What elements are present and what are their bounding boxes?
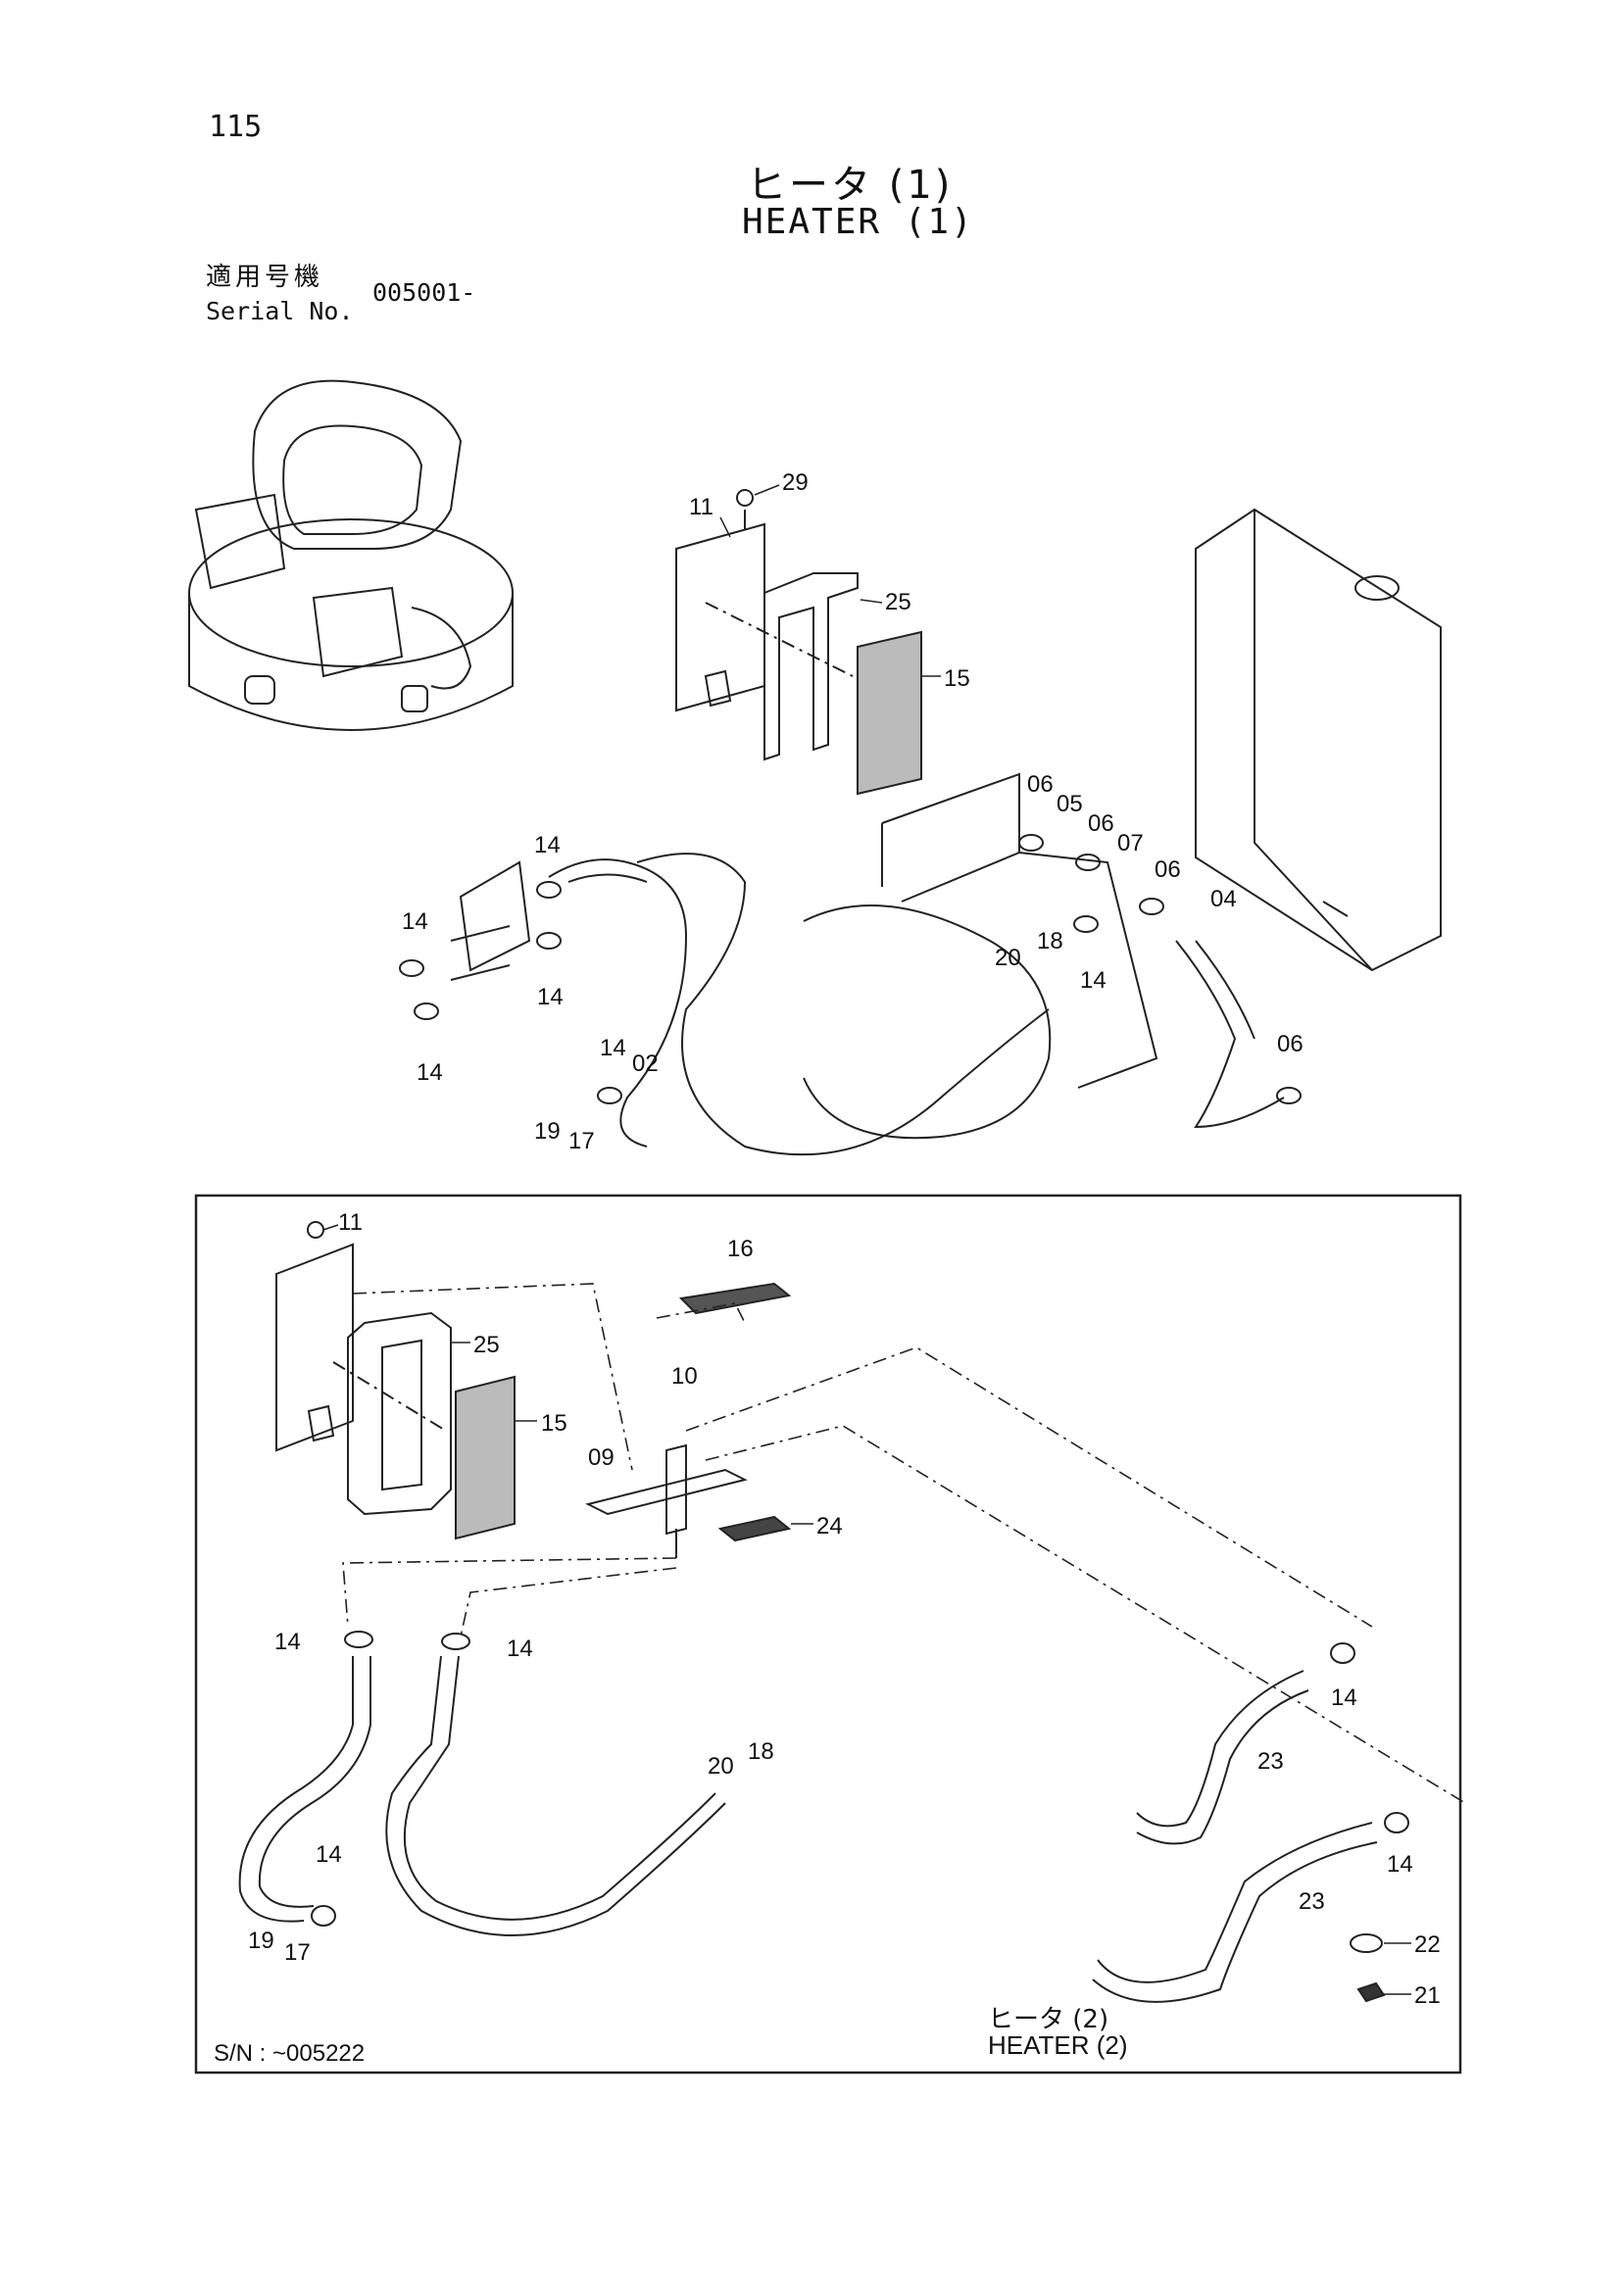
callout-07: 07	[1117, 830, 1144, 856]
callout-14c: 14	[402, 908, 428, 935]
callout-inset-15: 15	[541, 1410, 567, 1437]
callout-inset-14a: 14	[274, 1629, 301, 1655]
callouts-top: 29 11 25 15 06 05 06 07 06 04 18 20 14 0…	[402, 469, 1303, 1154]
callout-02: 02	[632, 1050, 659, 1077]
gasket-frame-top	[763, 572, 859, 761]
callout-inset-16: 16	[727, 1236, 754, 1262]
callout-15: 15	[944, 665, 970, 692]
callout-inset-25: 25	[473, 1332, 500, 1358]
callout-14b: 14	[534, 832, 561, 858]
callout-inset-24: 24	[816, 1513, 843, 1539]
callout-inset-14d: 14	[1387, 1851, 1413, 1878]
callout-inset-20: 20	[708, 1753, 734, 1780]
page-number: 115	[209, 110, 263, 144]
callout-inset-14c: 14	[1331, 1685, 1357, 1711]
callout-inset-21: 21	[1414, 1982, 1441, 2009]
clamps-inset	[311, 1631, 1409, 2003]
filter-top	[857, 630, 922, 796]
gasket-frame-inset	[347, 1311, 452, 1516]
heater-unit-body	[803, 772, 1158, 1140]
callout-18: 18	[1037, 928, 1063, 954]
callout-14e: 14	[417, 1059, 443, 1086]
callout-11: 11	[689, 494, 713, 520]
valve-bracket-upper	[450, 860, 531, 981]
callout-inset-17: 17	[284, 1939, 311, 1966]
callout-20: 20	[995, 945, 1021, 971]
cover-plate-inset	[275, 1221, 354, 1452]
clamps-upper	[399, 834, 1302, 1104]
callout-inset-23b: 23	[1299, 1888, 1325, 1915]
callout-inset-18: 18	[748, 1738, 774, 1765]
callout-04: 04	[1210, 886, 1237, 912]
callout-inset-14e: 14	[316, 1841, 342, 1868]
cover-plate-top	[675, 489, 765, 712]
serial-value: 005001-	[372, 278, 476, 307]
callouts-inset: 11 25 15 16 10 09 24 14 14 14 23 14 23 2…	[248, 1209, 1441, 2009]
heater2-ref-jp: ヒータ (2)	[988, 2005, 1109, 2034]
callout-inset-22: 22	[1414, 1931, 1441, 1958]
callout-06d: 06	[1277, 1031, 1303, 1057]
callout-inset-10: 10	[671, 1363, 698, 1390]
callout-inset-19: 19	[248, 1928, 274, 1954]
hose-inset-left	[238, 1656, 371, 1923]
page-title-en: HEATER (1)	[742, 202, 974, 242]
callout-14f: 14	[600, 1035, 626, 1061]
callout-inset-14b: 14	[507, 1636, 533, 1662]
callout-25: 25	[885, 589, 911, 615]
callout-06a: 06	[1027, 771, 1054, 798]
hose-inset-right-upper	[1136, 1670, 1309, 1845]
serial-label-en: Serial No.	[206, 297, 354, 325]
valve-bracket-inset	[585, 1282, 792, 1558]
hose-inset-middle	[385, 1655, 726, 1936]
heater2-ref-en: HEATER (2)	[988, 2030, 1128, 2060]
serial-label-jp: 適用号機	[206, 263, 324, 292]
callout-17: 17	[568, 1128, 595, 1154]
callout-inset-09: 09	[588, 1444, 615, 1471]
callout-29: 29	[782, 469, 809, 496]
hose-inset-right-lower	[1092, 1822, 1378, 2003]
inset-frame	[194, 1194, 1462, 2075]
callout-19: 19	[534, 1118, 561, 1145]
radiator	[1195, 508, 1442, 972]
callout-14d: 14	[537, 984, 564, 1010]
serial-range-note: S/N : ~005222	[214, 2040, 366, 2067]
filter-inset	[455, 1375, 516, 1540]
hose-upper	[548, 853, 1285, 1156]
callout-05: 05	[1057, 791, 1083, 817]
callout-inset-23a: 23	[1257, 1748, 1284, 1775]
callout-06c: 06	[1155, 856, 1181, 883]
page-title-jp: ヒータ (1)	[747, 163, 954, 208]
callout-inset-11: 11	[338, 1209, 363, 1236]
callout-14a: 14	[1080, 967, 1107, 994]
callout-06b: 06	[1088, 810, 1114, 837]
machine-overview-illustration	[188, 379, 514, 731]
